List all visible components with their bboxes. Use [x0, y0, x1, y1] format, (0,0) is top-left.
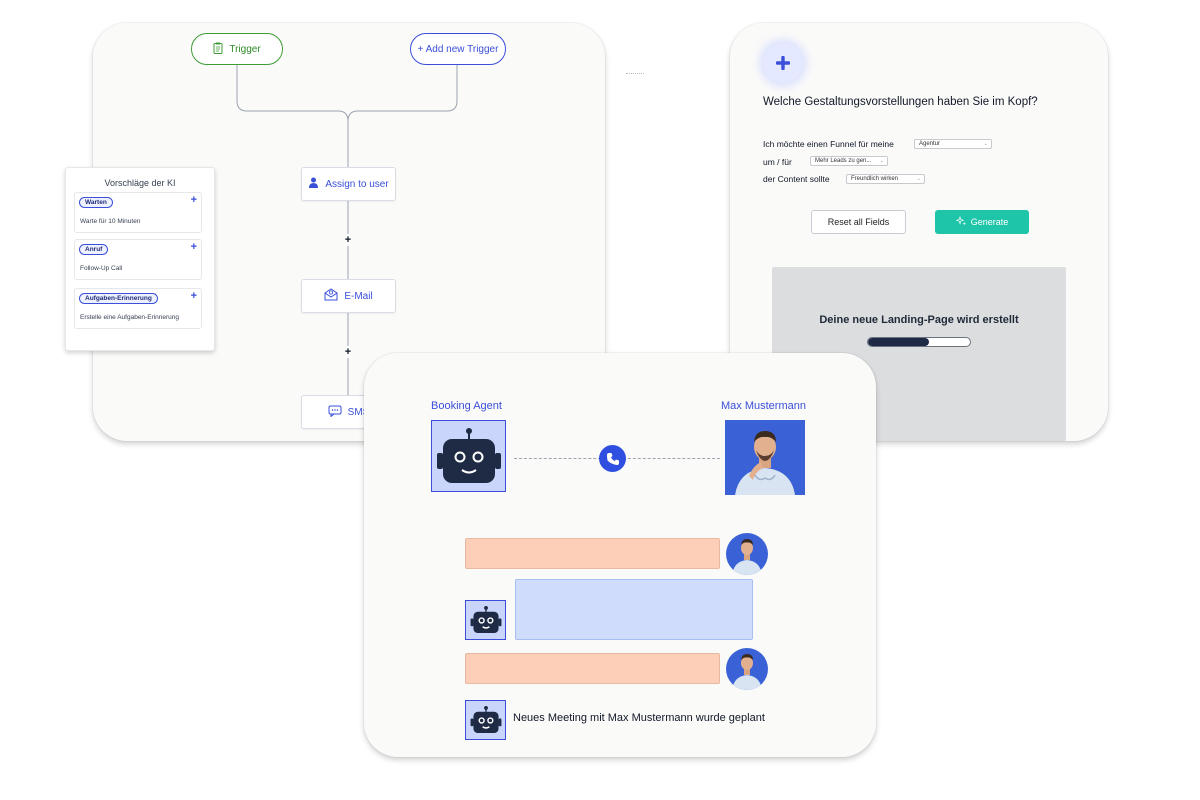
funnel-row-label: Ich möchte einen Funnel für meine — [763, 139, 894, 149]
suggestion-desc: Warte für 10 Minuten — [80, 218, 141, 225]
trigger-button[interactable]: Trigger — [191, 33, 283, 65]
suggestion-card[interactable]: Aufgaben-Erinnerung + Erstelle eine Aufg… — [74, 288, 202, 329]
assign-user-step[interactable]: Assign to user — [301, 167, 396, 201]
clipboard-icon — [213, 42, 223, 57]
divider — [626, 73, 644, 74]
add-suggestion-icon[interactable]: + — [190, 290, 197, 302]
progress-bar — [867, 337, 971, 347]
progress-fill — [868, 338, 930, 346]
booking-agent-card: Booking Agent Max Mustermann — [364, 353, 876, 757]
agent-message — [515, 579, 753, 640]
email-label: E-Mail — [344, 290, 373, 302]
phone-icon[interactable] — [599, 445, 626, 472]
chevron-down-icon: ⌄ — [983, 141, 988, 147]
suggestion-tag: Warten — [79, 197, 113, 208]
contact-message — [465, 538, 720, 569]
email-step[interactable]: E-Mail — [301, 279, 396, 313]
select-value: Freundlich wirken — [851, 176, 899, 182]
user-icon — [308, 177, 319, 191]
funnel-type-select[interactable]: Agentur ⌄ — [914, 139, 992, 149]
tone-row-label: der Content sollte — [763, 174, 830, 184]
email-icon — [324, 288, 338, 304]
add-trigger-button[interactable]: + Add new Trigger — [410, 33, 506, 65]
select-value: Mehr Leads zu gen... — [815, 158, 872, 164]
sms-label: SMS — [347, 406, 370, 418]
plus-icon — [763, 43, 803, 83]
generation-status: Deine neue Landing-Page wird erstellt — [819, 314, 1019, 326]
add-step-plus-icon-2[interactable]: + — [342, 346, 354, 358]
suggestion-tag: Anruf — [79, 244, 109, 255]
add-trigger-label: + Add new Trigger — [417, 43, 499, 55]
design-question: Welche Gestaltungsvorstellungen haben Si… — [763, 96, 1038, 108]
assign-user-label: Assign to user — [325, 178, 389, 190]
ai-panel-title: Vorschläge der KI — [104, 178, 176, 188]
generate-button[interactable]: Generate — [935, 210, 1029, 234]
suggestion-card[interactable]: Warten + Warte für 10 Minuten — [74, 192, 202, 233]
chat-icon — [328, 405, 342, 420]
robot-avatar-icon — [431, 420, 506, 492]
contact-message — [465, 653, 720, 684]
reset-fields-button[interactable]: Reset all Fields — [811, 210, 906, 234]
suggestion-desc: Follow-Up Call — [80, 265, 123, 272]
ai-suggestions-panel: Vorschläge der KI Warten + Warte für 10 … — [65, 167, 215, 351]
goal-row-label: um / für — [763, 157, 792, 167]
select-value: Agentur — [919, 141, 941, 147]
agent-name: Booking Agent — [431, 400, 502, 412]
contact-photo — [725, 420, 805, 495]
sparkle-icon — [955, 215, 967, 229]
tone-select[interactable]: Freundlich wirken ⌄ — [846, 174, 925, 184]
generate-label: Generate — [970, 217, 1009, 227]
chevron-down-icon: ⌄ — [879, 158, 884, 164]
contact-avatar — [726, 533, 768, 575]
trigger-label: Trigger — [229, 43, 261, 55]
contact-avatar — [726, 648, 768, 690]
add-step-plus-icon[interactable]: + — [342, 234, 354, 246]
goal-select[interactable]: Mehr Leads zu gen... ⌄ — [810, 156, 888, 166]
robot-avatar-icon — [465, 600, 506, 640]
meeting-confirmation: Neues Meeting mit Max Mustermann wurde g… — [513, 712, 765, 724]
add-suggestion-icon[interactable]: + — [190, 194, 197, 206]
robot-avatar-icon — [465, 700, 506, 740]
suggestion-desc: Erstelle eine Aufgaben-Erinnerung — [80, 314, 180, 321]
chevron-down-icon: ⌄ — [916, 176, 921, 182]
add-suggestion-icon[interactable]: + — [190, 241, 197, 253]
contact-name: Max Mustermann — [721, 400, 806, 412]
suggestion-card[interactable]: Anruf + Follow-Up Call — [74, 239, 202, 280]
suggestion-tag: Aufgaben-Erinnerung — [79, 293, 158, 304]
